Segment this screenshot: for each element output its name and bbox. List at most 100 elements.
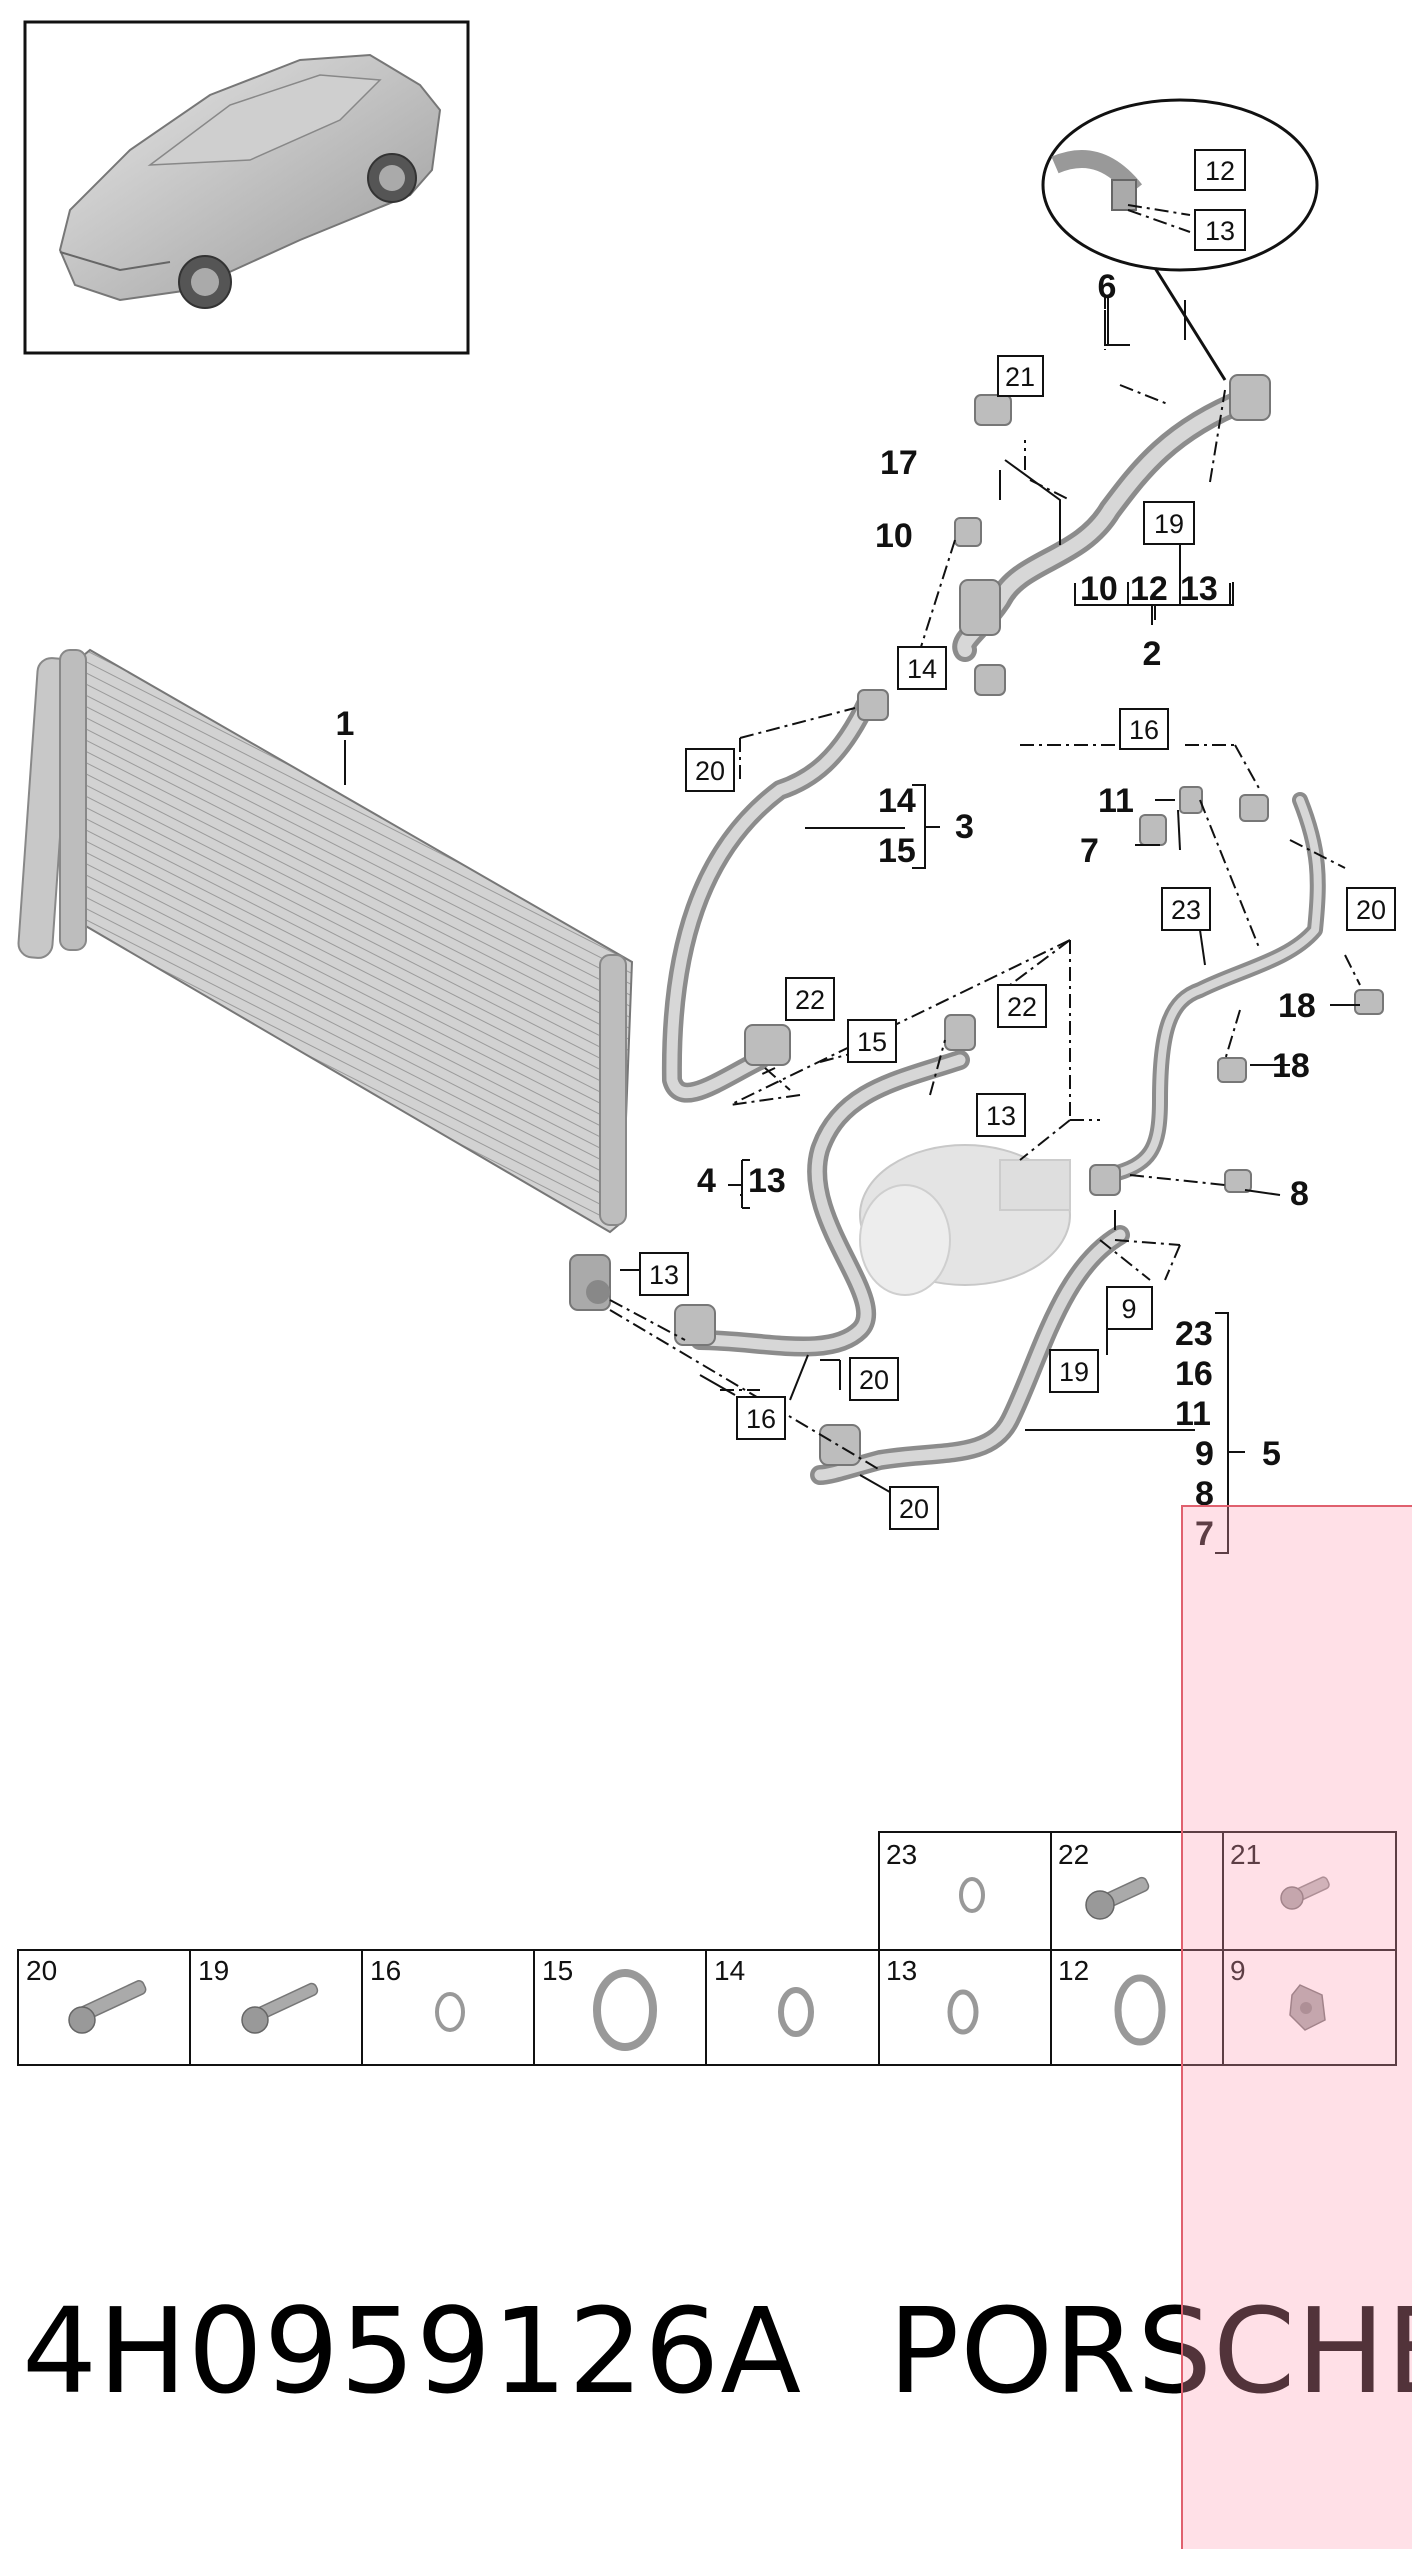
callout-18-upper: 18 — [1278, 987, 1316, 1025]
callout-10: 10 — [875, 517, 913, 555]
o-ring-icon — [947, 1989, 979, 2035]
svg-text:16: 16 — [1129, 715, 1159, 745]
callout-18-lower: 18 — [1272, 1047, 1310, 1085]
svg-text:13: 13 — [1205, 216, 1235, 246]
svg-text:22: 22 — [1007, 992, 1037, 1022]
box-16-upper: 16 — [1119, 708, 1169, 750]
box-12-top: 12 — [1194, 149, 1246, 191]
box-19-upper: 19 — [1143, 501, 1195, 545]
fittings — [674, 374, 1384, 1466]
svg-text:13: 13 — [649, 1260, 679, 1290]
detail-zoom — [1041, 98, 1319, 381]
group-5-item: 16 — [1175, 1355, 1213, 1393]
o-ring-icon — [1114, 1974, 1166, 2046]
svg-text:12: 12 — [1205, 156, 1235, 186]
table-cell-label: 16 — [370, 1955, 401, 1986]
box-19-lower: 19 — [1049, 1349, 1099, 1393]
table-cell-label: 15 — [542, 1955, 573, 1986]
svg-text:20: 20 — [859, 1365, 889, 1395]
table-cell-label: 9 — [1230, 1955, 1246, 1986]
svg-text:19: 19 — [1059, 1357, 1089, 1387]
svg-text:9: 9 — [1121, 1294, 1136, 1324]
group-3-item: 14 — [878, 782, 916, 820]
callout-numbers: 1 2 3 4 5 6 7 8 10 11 17 18 18 — [336, 268, 1316, 1473]
box-22-left: 22 — [785, 977, 835, 1021]
callout-6: 6 — [1098, 268, 1117, 306]
table-cell-label: 22 — [1058, 1839, 1089, 1870]
group-2-item: 12 — [1130, 570, 1168, 608]
box-14: 14 — [897, 646, 947, 690]
group-5-item: 23 — [1175, 1315, 1213, 1353]
vehicle-thumbnail — [23, 20, 470, 355]
box-13-top: 13 — [1194, 209, 1246, 251]
brand-name: PORSCHE — [888, 2282, 1412, 2420]
box-20-right: 20 — [1346, 887, 1396, 931]
table-cell-label: 12 — [1058, 1955, 1089, 1986]
o-ring-icon — [435, 1992, 465, 2032]
table-cell-label: 13 — [886, 1955, 917, 1986]
box-15: 15 — [847, 1019, 897, 1063]
o-ring-icon — [778, 1987, 814, 2037]
svg-text:22: 22 — [795, 985, 825, 1015]
group-2-item: 10 — [1080, 570, 1118, 608]
part-number: 4H0959126A — [22, 2282, 803, 2420]
group-2-item: 13 — [1180, 570, 1218, 608]
svg-text:19: 19 — [1154, 509, 1184, 539]
svg-text:14: 14 — [907, 654, 937, 684]
callout-7: 7 — [1080, 832, 1099, 870]
svg-text:20: 20 — [695, 756, 725, 786]
callout-11: 11 — [1098, 782, 1134, 820]
svg-text:20: 20 — [899, 1494, 929, 1524]
bolt-icon — [1085, 1876, 1150, 1920]
callout-8: 8 — [1290, 1175, 1309, 1213]
table-cell-label: 21 — [1230, 1839, 1261, 1870]
callout-17: 17 — [880, 444, 918, 482]
group-lists: 10 12 13 14 15 13 23 16 11 9 8 7 — [748, 570, 1218, 1553]
callout-2: 2 — [1143, 635, 1162, 673]
callout-1: 1 — [336, 705, 355, 743]
svg-text:20: 20 — [1356, 895, 1386, 925]
box-16-low: 16 — [736, 1396, 786, 1440]
box-20-low2: 20 — [889, 1486, 939, 1530]
o-ring-icon — [959, 1877, 985, 1913]
box-9: 9 — [1106, 1286, 1153, 1330]
box-23: 23 — [1161, 887, 1211, 931]
group-5-item: 7 — [1195, 1515, 1214, 1553]
box-20-low1: 20 — [849, 1357, 899, 1401]
svg-text:13: 13 — [986, 1101, 1016, 1131]
leader-lines — [344, 204, 1361, 1496]
footer-caption: 4H0959126A PORSCHE — [22, 2282, 1412, 2420]
highlight-overlay — [1181, 1505, 1412, 2549]
box-22-right: 22 — [997, 984, 1047, 1028]
nut-icon — [1289, 1984, 1326, 2031]
table-cell-label: 14 — [714, 1955, 745, 1986]
table-cell-label: 19 — [198, 1955, 229, 1986]
bolt-icon — [1280, 1876, 1330, 1910]
group-5-item: 8 — [1195, 1475, 1214, 1513]
o-ring-icon — [593, 1969, 657, 2051]
boxed-labels: 12 13 21 19 14 20 16 20 23 22 22 15 13 1… — [639, 149, 1396, 1530]
parts-table: 23 22 21 20 19 16 15 14 13 12 9 — [17, 1831, 1397, 2066]
group-4-item: 13 — [748, 1162, 786, 1200]
group-3-item: 15 — [878, 832, 916, 870]
box-21: 21 — [997, 355, 1044, 397]
group-5-item: 11 — [1175, 1395, 1211, 1433]
condenser — [17, 648, 634, 1311]
table-cell-label: 23 — [886, 1839, 917, 1870]
box-13-mid: 13 — [976, 1093, 1026, 1137]
svg-text:21: 21 — [1005, 362, 1035, 392]
svg-text:16: 16 — [746, 1404, 776, 1434]
bolt-icon — [241, 1982, 319, 2034]
table-cell-label: 20 — [26, 1955, 57, 1986]
bolt-icon — [68, 1980, 147, 2034]
box-20-left: 20 — [685, 748, 735, 792]
group-brackets — [728, 583, 1245, 1554]
box-13-low: 13 — [639, 1252, 689, 1296]
group-5-item: 9 — [1195, 1435, 1214, 1473]
compressor — [859, 1144, 1071, 1296]
callout-5: 5 — [1262, 1435, 1281, 1473]
svg-text:23: 23 — [1171, 895, 1201, 925]
callout-3: 3 — [955, 808, 974, 846]
callout-4: 4 — [697, 1162, 716, 1200]
